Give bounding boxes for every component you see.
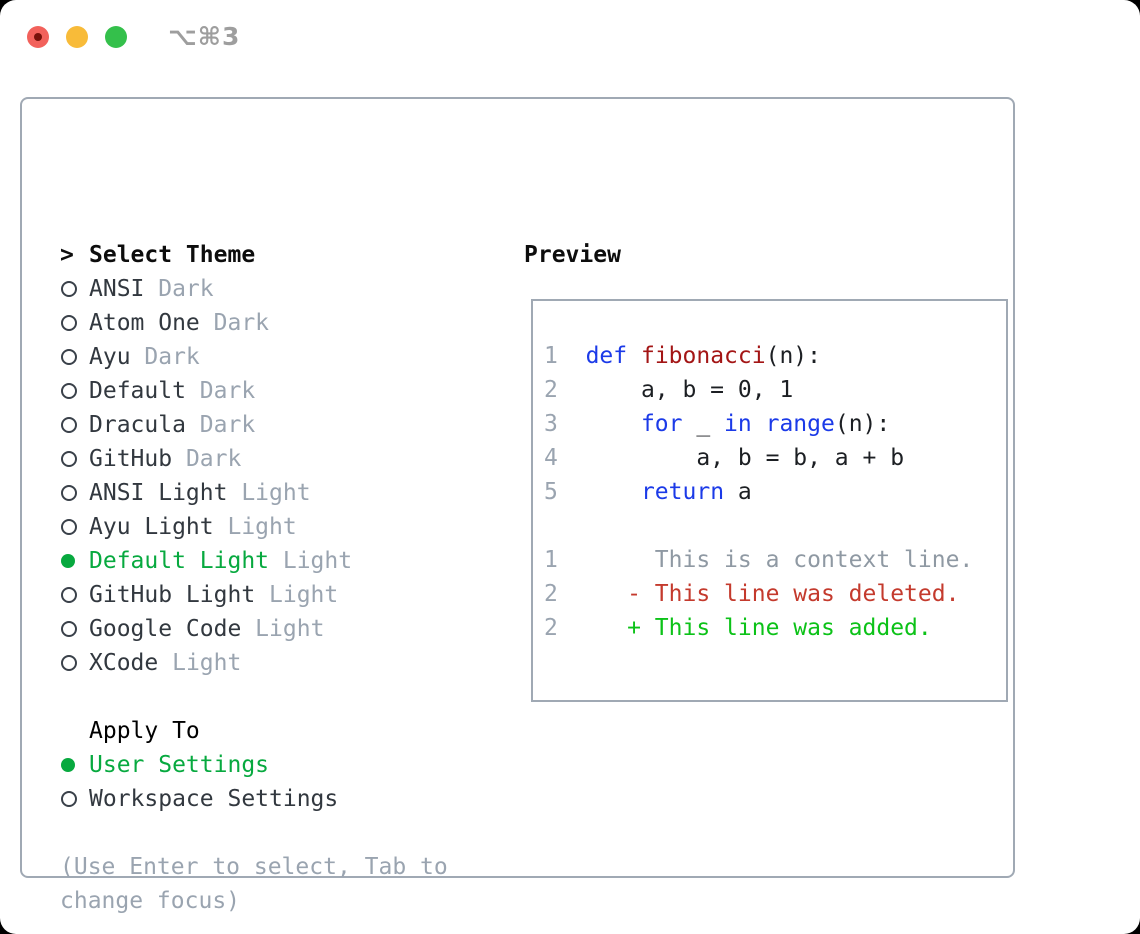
item-label: User Settings	[89, 752, 270, 778]
preview-line: 2 + This line was added.	[544, 615, 932, 641]
item-variant-tag: Light	[241, 616, 325, 642]
item-label: Ayu Light	[89, 514, 214, 540]
radio-icon	[60, 587, 89, 603]
spacer	[60, 680, 490, 714]
spacer	[60, 816, 490, 850]
item-label: Ayu	[89, 344, 131, 370]
item-variant-tag: Light	[227, 480, 311, 506]
preview-code: 1 def fibonacci(n): 2 a, b = 0, 1 3 for _ …	[544, 305, 1006, 645]
minimize-button[interactable]	[66, 26, 88, 48]
item-variant-tag: Dark	[185, 378, 256, 404]
radio-icon	[60, 417, 89, 433]
radio-selected-icon	[60, 554, 89, 568]
section-title: Select Theme	[89, 242, 256, 268]
window-title: ⌥⌘3	[168, 22, 241, 51]
radio-icon	[60, 281, 89, 297]
item-variant-tag: Light	[255, 582, 339, 608]
radio-icon	[60, 349, 89, 365]
preview-box: 1 def fibonacci(n): 2 a, b = 0, 1 3 for _ …	[531, 299, 1008, 702]
radio-icon	[60, 383, 89, 399]
item-variant-tag: Light	[158, 650, 242, 676]
item-label: ANSI Light	[89, 480, 228, 506]
preview-line: 2 a, b = 0, 1	[544, 377, 794, 403]
item-label: GitHub	[89, 446, 173, 472]
item-label: Dracula	[89, 412, 186, 438]
theme-item[interactable]: XCode Light	[60, 646, 490, 680]
theme-item[interactable]: Atom One Dark	[60, 306, 490, 340]
preview-line: 2 - This line was deleted.	[544, 581, 960, 607]
theme-item[interactable]: Ayu Dark	[60, 340, 490, 374]
item-label: Workspace Settings	[89, 786, 339, 812]
item-variant-tag: Dark	[130, 344, 200, 370]
apply-target-item[interactable]: Workspace Settings	[60, 782, 490, 816]
item-variant-tag: Dark	[199, 310, 270, 336]
preview-title: Preview	[524, 242, 621, 268]
preview-line: 5 return a	[544, 479, 752, 505]
unsaved-dot-icon	[34, 33, 42, 41]
radio-icon	[60, 451, 89, 467]
help-text: (Use Enter to select, Tab to change focu…	[60, 854, 448, 914]
item-label: GitHub Light	[89, 582, 256, 608]
radio-icon	[60, 519, 89, 535]
theme-item[interactable]: Default Light Light	[60, 544, 490, 578]
item-variant-tag: Dark	[172, 446, 242, 472]
radio-selected-icon	[60, 758, 89, 772]
radio-icon	[60, 655, 89, 671]
focus-arrow-icon: >	[60, 242, 74, 268]
apply-target-item[interactable]: User Settings	[60, 748, 490, 782]
theme-item[interactable]: GitHub Light Light	[60, 578, 490, 612]
radio-icon	[60, 621, 89, 637]
theme-item[interactable]: ANSI Light Light	[60, 476, 490, 510]
item-variant-tag: Light	[213, 514, 297, 540]
preview-line	[544, 305, 1006, 339]
item-label: Default Light	[89, 548, 270, 574]
radio-icon	[60, 791, 89, 807]
theme-item[interactable]: ANSI Dark	[60, 272, 490, 306]
theme-list-header: > Select Theme	[60, 238, 490, 272]
item-label: Atom One	[89, 310, 200, 336]
theme-item[interactable]: Dracula Dark	[60, 408, 490, 442]
section-title: Apply To	[89, 718, 200, 744]
theme-item[interactable]: Ayu Light Light	[60, 510, 490, 544]
item-variant-tag: Dark	[144, 276, 214, 302]
preview-line: 1 This is a context line.	[544, 547, 974, 573]
preview-line: 1 def fibonacci(n):	[544, 343, 821, 369]
radio-icon	[60, 485, 89, 501]
zoom-button[interactable]	[105, 26, 127, 48]
theme-item[interactable]: Google Code Light	[60, 612, 490, 646]
item-label: Default	[89, 378, 186, 404]
preview-line: 3 for _ in range(n):	[544, 411, 891, 437]
preview-line: 4 a, b = b, a + b	[544, 445, 905, 471]
item-label: ANSI	[89, 276, 145, 302]
item-label: XCode	[89, 650, 159, 676]
item-label: Google Code	[89, 616, 242, 642]
item-variant-tag: Light	[269, 548, 353, 574]
item-variant-tag: Dark	[185, 412, 256, 438]
close-button[interactable]	[27, 26, 49, 48]
apply-to-header: Apply To	[60, 714, 490, 748]
titlebar	[27, 26, 127, 48]
radio-icon	[60, 315, 89, 331]
theme-item[interactable]: GitHub Dark	[60, 442, 490, 476]
preview-line	[544, 509, 1006, 543]
theme-item[interactable]: Default Dark	[60, 374, 490, 408]
